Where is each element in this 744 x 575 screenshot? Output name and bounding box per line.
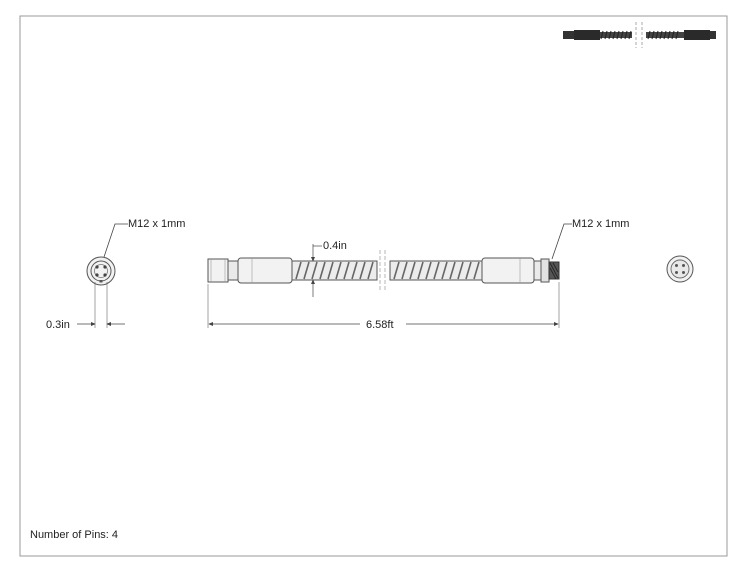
cable-spiral-stripe — [319, 261, 326, 280]
right-overmold — [481, 257, 535, 284]
cable-spiral-stripe — [433, 261, 440, 280]
cable-length-dim: 6.58ft — [366, 319, 394, 331]
cable-thumbnail-icon — [563, 22, 716, 48]
cable-diameter-dim: 0.4in — [323, 240, 347, 252]
cable-spiral-stripe — [401, 261, 408, 280]
cable-spiral-stripe — [409, 261, 416, 280]
pin-count-note: Number of Pins: 4 — [30, 529, 119, 541]
left-width-dim: 0.3in — [46, 319, 70, 331]
cable-spiral-stripe — [335, 261, 342, 280]
right-end-view — [666, 255, 694, 283]
cable-spiral-stripe — [473, 261, 480, 280]
cable-spiral-stripe — [449, 261, 456, 280]
cable-spiral-stripe — [465, 261, 472, 280]
cable-spiral-stripe — [457, 261, 464, 280]
cable-spiral-stripe — [417, 261, 424, 280]
left-overmold — [237, 257, 293, 284]
cable-spiral-stripe — [327, 261, 334, 280]
cable-spiral-stripe — [425, 261, 432, 280]
cable-spiral-stripe — [359, 261, 366, 280]
left-end-view: M12 x 1mm 0.3in — [46, 218, 185, 331]
cable-spiral-stripe — [295, 261, 302, 280]
cable-spiral-stripe — [441, 261, 448, 280]
sheet-border — [19, 15, 728, 557]
cable-spiral-stripe — [311, 261, 318, 280]
right-thread-label: M12 x 1mm — [572, 218, 629, 230]
cable-spiral-stripe — [367, 261, 374, 280]
cable-spiral-stripe — [351, 261, 358, 280]
left-thread-label: M12 x 1mm — [128, 218, 185, 230]
cable-spiral-stripe — [393, 261, 400, 280]
right-coupling-nut — [540, 258, 550, 283]
cable-side-view: M12 x 1mm 0.4in 6.58ft — [207, 218, 629, 331]
cable-spiral-stripe — [343, 261, 350, 280]
cable-spiral-stripe — [303, 261, 310, 280]
